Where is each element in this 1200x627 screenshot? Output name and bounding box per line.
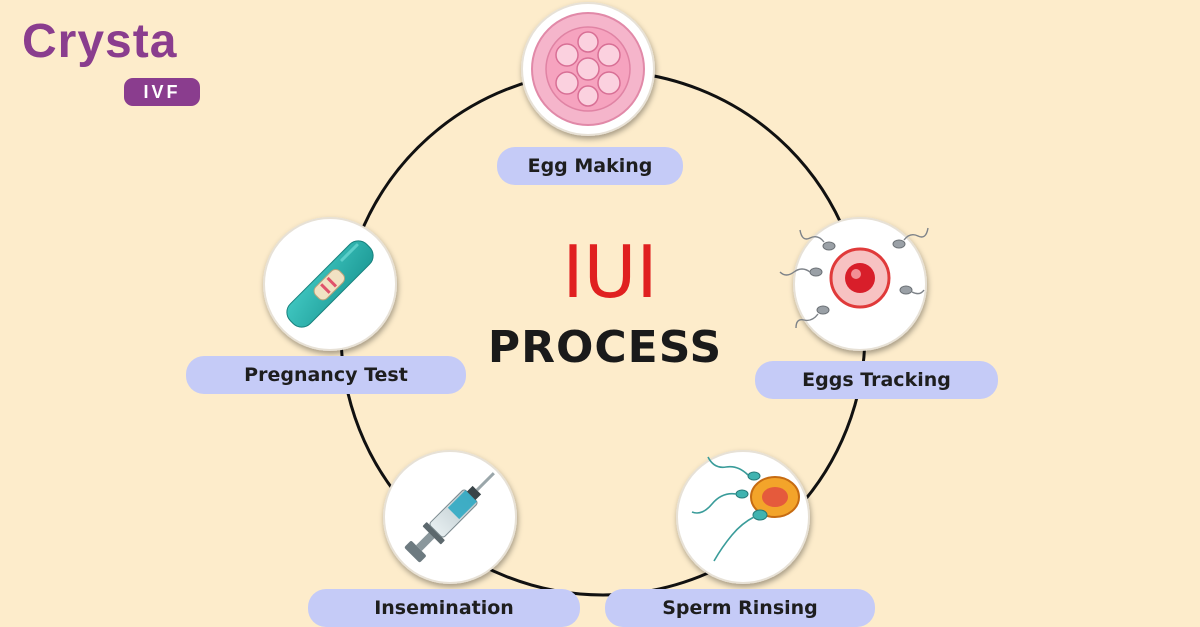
step-label-sperm-rinsing: Sperm Rinsing [605, 589, 875, 627]
diagram-subtitle: PROCESS [487, 322, 723, 373]
pregnancy-test-icon [263, 217, 397, 351]
egg-with-sperm-icon [779, 217, 929, 351]
step-label-egg-making: Egg Making [497, 147, 683, 185]
diagram-title: IUI [562, 230, 658, 314]
brand-logo-badge: IVF [124, 78, 200, 106]
step-label-pregnancy-test: Pregnancy Test [186, 356, 466, 394]
sperm-rinsing-icon [676, 450, 810, 584]
syringe-icon [383, 450, 517, 584]
brand-logo-wordmark: Crysta [22, 15, 178, 68]
step-label-eggs-tracking: Eggs Tracking [755, 361, 998, 399]
step-label-insemination: Insemination [308, 589, 580, 627]
egg-cell-icon [521, 2, 655, 136]
